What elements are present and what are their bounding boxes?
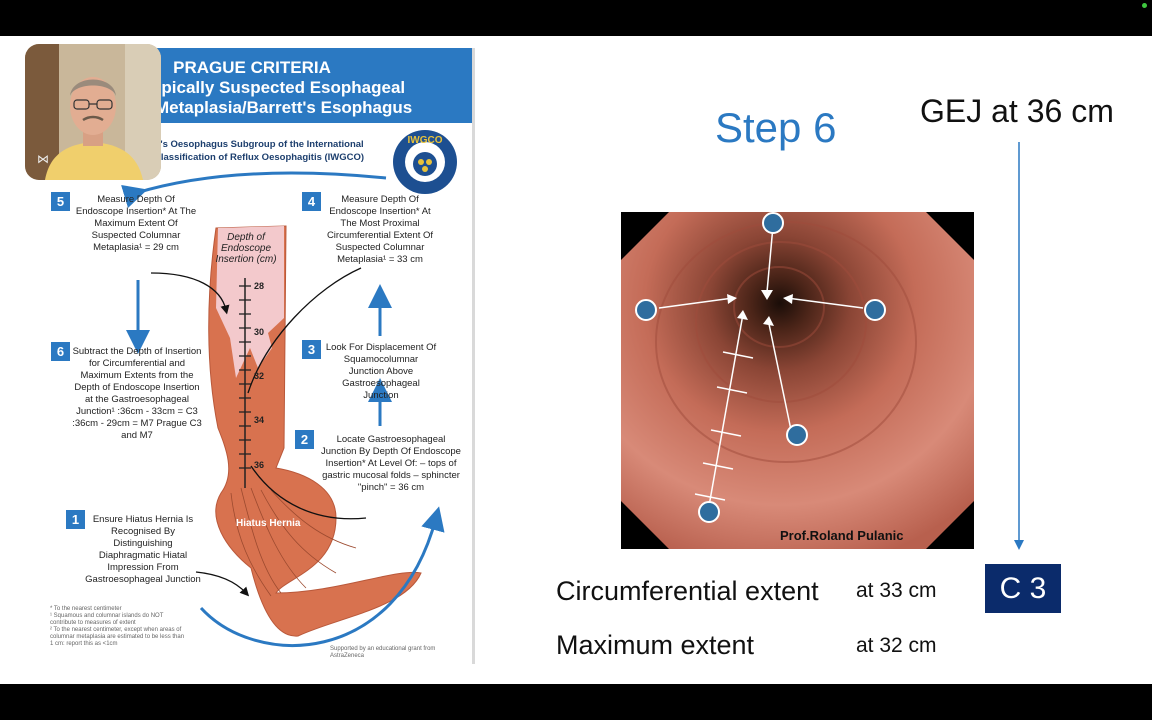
circumferential-extent-value: at 33 cm <box>856 579 937 603</box>
step-6-text: Subtract the Depth of Insertion for Circ… <box>72 346 202 442</box>
maximum-extent-value: at 32 cm <box>856 634 937 658</box>
step-title: Step 6 <box>715 104 895 152</box>
prague-c-badge: C 3 <box>985 564 1061 613</box>
step-5-text: Measure Depth Of Endoscope Insertion* At… <box>74 194 198 254</box>
presenter-webcam[interactable]: ⋈ <box>25 44 161 180</box>
hiatus-hernia-label: Hiatus Hernia <box>236 518 300 529</box>
step-5-badge: 5 <box>51 192 70 211</box>
infographic-divider <box>472 48 475 664</box>
maximum-extent-label: Maximum extent <box>556 630 754 661</box>
step-4-text: Measure Depth Of Endoscope Insertion* At… <box>325 194 435 266</box>
scale-tick-32: 32 <box>254 371 264 381</box>
step-6-badge: 6 <box>51 342 70 361</box>
photo-credit: Prof.Roland Pulanic <box>780 528 904 543</box>
slide: PRAGUE CRITERIA opically Suspected Esoph… <box>0 36 1152 684</box>
scale-tick-30: 30 <box>254 327 264 337</box>
step-3-text: Look For Displacement Of Squamocolumnar … <box>325 342 437 402</box>
circumferential-extent-label: Circumferential extent <box>556 576 819 607</box>
step-2-text: Locate Gastroesophageal Junction By Dept… <box>318 434 464 494</box>
depth-of-insertion-label: Depth of Endoscope Insertion (cm) <box>214 232 278 265</box>
support-note: Supported by an educational grant from A… <box>330 646 470 660</box>
pip-collapse-icon[interactable]: ⋈ <box>37 152 55 166</box>
scale-tick-34: 34 <box>254 415 264 425</box>
gej-down-arrow <box>1012 142 1026 552</box>
live-status-dot <box>1142 3 1147 8</box>
scale-tick-36: 36 <box>254 460 264 470</box>
gej-label: GEJ at 36 cm <box>920 93 1140 130</box>
endoscopy-photo <box>621 212 974 549</box>
step-2-badge: 2 <box>295 430 314 449</box>
step-4-badge: 4 <box>302 192 321 211</box>
step-1-text: Ensure Hiatus Hernia Is Recognised By Di… <box>82 514 204 586</box>
footnotes: * To the nearest centimeter ¹ Squamous a… <box>50 606 230 648</box>
scale-tick-28: 28 <box>254 281 264 291</box>
step-3-badge: 3 <box>302 340 321 359</box>
